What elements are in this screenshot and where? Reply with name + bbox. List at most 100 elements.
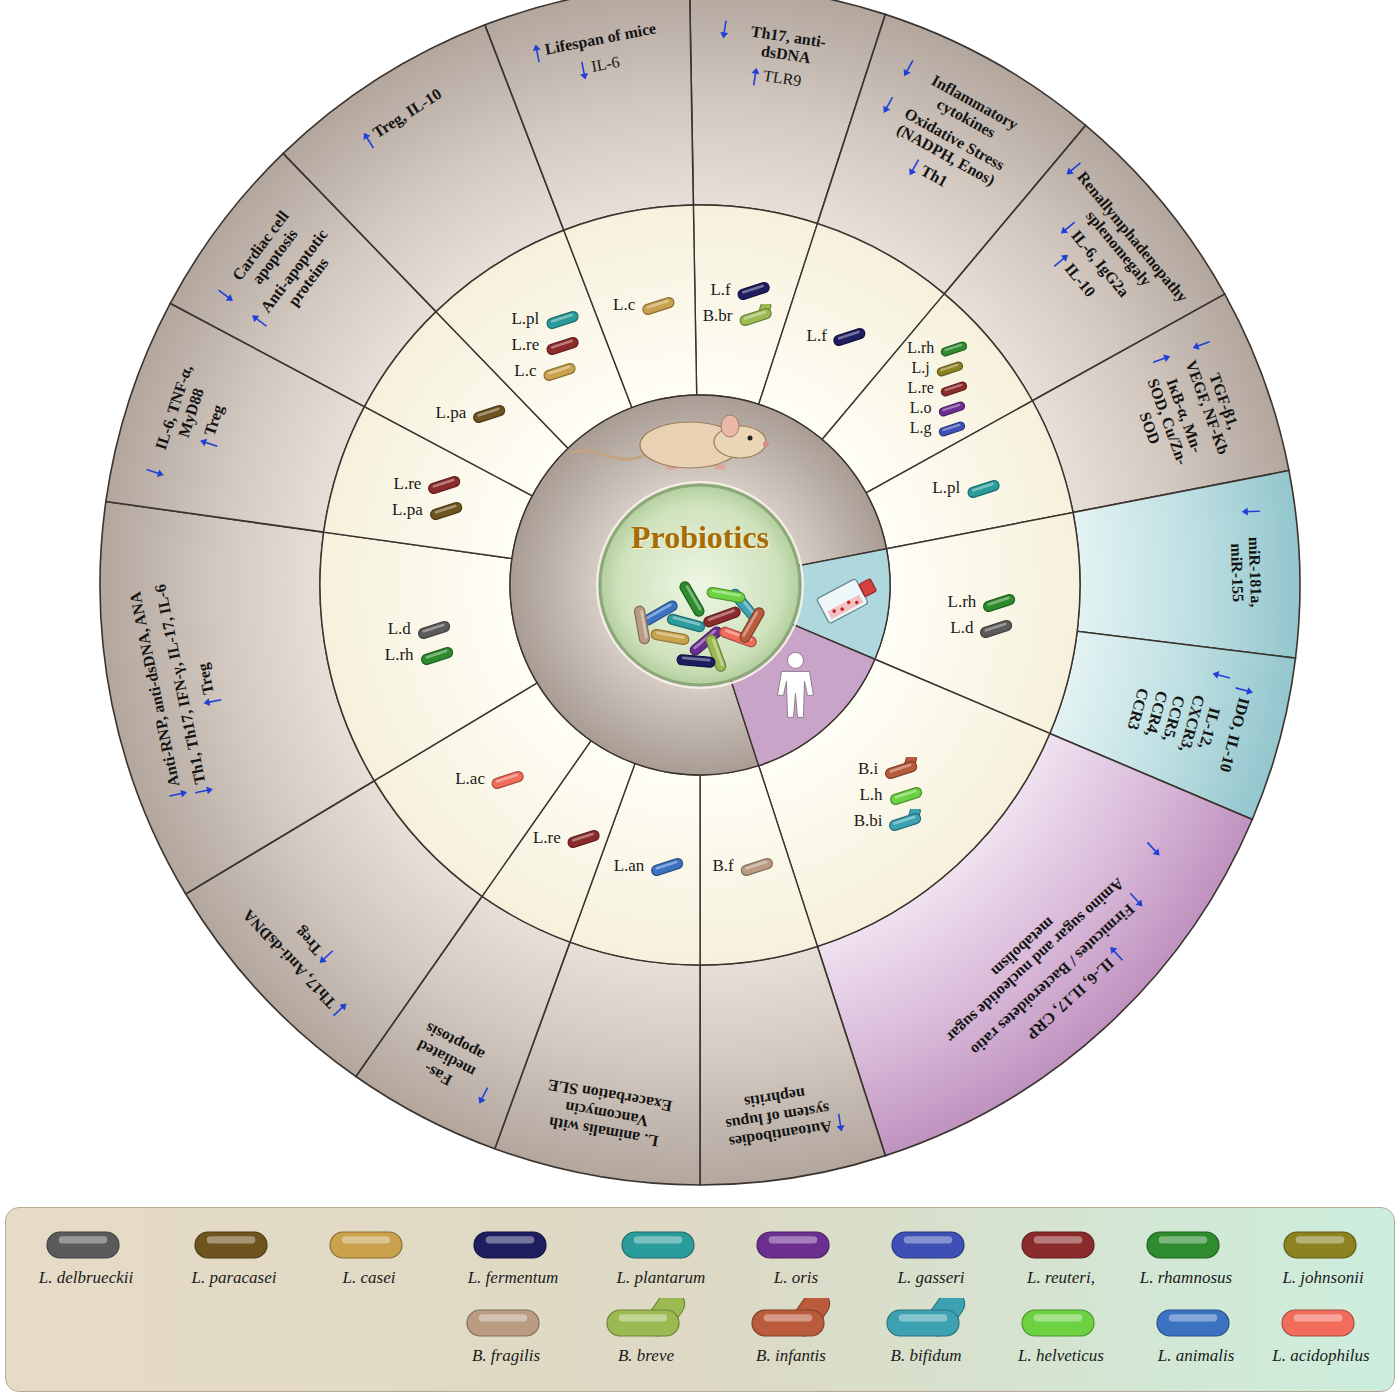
bacterium-icon bbox=[885, 809, 931, 833]
legend-item: B. bifidum bbox=[856, 1298, 996, 1366]
bacterium-icon bbox=[539, 359, 579, 383]
legend-swatch bbox=[458, 1220, 568, 1266]
effect-sector: IL-6, IL17, CRPFirmicutes / Bacteroidete… bbox=[898, 822, 1204, 1113]
strain-item: L.c bbox=[613, 293, 678, 317]
effect-sector: Fas-mediated apoptosis bbox=[392, 1010, 513, 1111]
legend-swatch bbox=[591, 1298, 701, 1344]
legend-label: L. johnsonii bbox=[1282, 1268, 1363, 1288]
strain-item: L.d bbox=[950, 616, 1016, 640]
legend-swatch bbox=[1141, 1298, 1251, 1344]
down-arrow bbox=[167, 787, 189, 801]
bacterium-icon bbox=[414, 617, 454, 641]
down-arrow bbox=[577, 60, 591, 82]
bacterium-icon bbox=[734, 278, 774, 302]
strain-item: L.re bbox=[533, 826, 604, 850]
legend-swatch bbox=[179, 1220, 289, 1266]
bacterium-icon bbox=[564, 826, 604, 850]
legend-item: L. paracasei bbox=[164, 1220, 304, 1288]
up-arrow bbox=[834, 1112, 847, 1133]
effect-text: IL-12, CXCR3, CCR5, CCR4, CCR3 bbox=[1117, 663, 1230, 775]
effect-sector: miR-181a, miR-155 bbox=[1223, 502, 1268, 630]
legend-swatch bbox=[736, 1298, 846, 1344]
down-arrow bbox=[215, 285, 237, 305]
bacterium-icon bbox=[886, 783, 926, 807]
strain-item: L.o bbox=[910, 399, 969, 417]
strain-label: L.h bbox=[859, 785, 882, 805]
bacterium-icon bbox=[736, 304, 782, 328]
bacterium-icon bbox=[935, 399, 969, 417]
legend-label: B. fragilis bbox=[472, 1346, 540, 1366]
legend-label: L. animalis bbox=[1158, 1346, 1235, 1366]
strain-sector: L.pl bbox=[932, 476, 1003, 500]
legend-label: L. helveticus bbox=[1018, 1346, 1104, 1366]
legend-swatch bbox=[1268, 1220, 1378, 1266]
center-disc bbox=[600, 485, 800, 685]
strain-sector: B.iL.hB.bi bbox=[854, 757, 932, 833]
bacterium-icon bbox=[830, 324, 870, 348]
legend-item: L. acidophilus bbox=[1251, 1298, 1391, 1366]
outer-sector bbox=[700, 946, 885, 1185]
effect-row: IDO, IL-10 bbox=[1213, 682, 1256, 774]
legend-item: L. animalis bbox=[1126, 1298, 1266, 1366]
legend-label: L. fermentum bbox=[468, 1268, 559, 1288]
legend-item: L. johnsonii bbox=[1253, 1220, 1393, 1288]
strain-label: L.rh bbox=[385, 645, 414, 665]
effect-row: TLR9 bbox=[749, 65, 803, 93]
bacterium-icon bbox=[542, 333, 582, 357]
effect-text: Autoantibodies system of lupus nephritis bbox=[721, 1080, 834, 1151]
strain-item: L.pa bbox=[392, 498, 466, 522]
legend-swatch bbox=[741, 1220, 851, 1266]
up-arrow bbox=[1143, 838, 1164, 860]
legend-item: L. plantarum bbox=[591, 1220, 731, 1288]
strain-sector: L.plL.reL.c bbox=[511, 307, 582, 383]
strain-label: B.br bbox=[703, 306, 733, 326]
up-arrow bbox=[531, 42, 545, 64]
bacterium-icon bbox=[638, 293, 678, 317]
strain-label: L.an bbox=[614, 856, 645, 876]
strain-item: B.bi bbox=[854, 809, 932, 833]
effect-text: Treg bbox=[194, 662, 218, 696]
strain-label: L.pl bbox=[511, 309, 539, 329]
strain-label: L.c bbox=[613, 295, 635, 315]
effect-sector: IL-6, TNF-α, MyD88Treg bbox=[140, 343, 247, 497]
effect-sector: Cardiac cell apoptosisAnti-apoptotic pro… bbox=[210, 194, 352, 345]
effect-sector: Th17, anti-dsDNATLR9 bbox=[708, 15, 850, 101]
effect-row: miR-181a, miR-155 bbox=[1225, 506, 1266, 626]
down-arrow bbox=[899, 57, 917, 79]
legend-swatch bbox=[606, 1220, 716, 1266]
strain-sector: L.c bbox=[613, 293, 678, 317]
strain-label: L.re bbox=[394, 474, 422, 494]
effect-text: Th17, anti-dsDNA bbox=[729, 20, 846, 73]
inner-sector bbox=[320, 532, 537, 781]
effect-text: Lifespan of mice bbox=[543, 19, 657, 59]
up-arrow bbox=[749, 66, 762, 87]
inner-sector bbox=[564, 205, 697, 408]
down-arrow bbox=[1190, 337, 1212, 353]
up-arrow bbox=[1233, 682, 1255, 697]
down-arrow bbox=[1241, 506, 1261, 517]
bacterium-icon bbox=[542, 307, 582, 331]
legend-label: B. breve bbox=[618, 1346, 674, 1366]
strain-label: L.f bbox=[807, 326, 827, 346]
mouse-icon bbox=[572, 415, 769, 470]
bacterium-icon bbox=[426, 498, 466, 522]
strain-sector: L.dL.rh bbox=[385, 617, 457, 667]
strain-label: L.o bbox=[910, 399, 932, 417]
strain-item: L.an bbox=[614, 854, 688, 878]
bacterium-icon bbox=[933, 359, 967, 377]
strain-sector: L.rhL.d bbox=[948, 590, 1020, 640]
strain-sector: L.ac bbox=[455, 767, 528, 791]
legend-label: L. acidophilus bbox=[1272, 1346, 1369, 1366]
effect-row: Autoantibodies system of lupus nephritis bbox=[721, 1078, 847, 1151]
legend-label: L. paracasei bbox=[192, 1268, 277, 1288]
strain-item: L.c bbox=[514, 359, 579, 383]
strain-label: L.d bbox=[388, 619, 411, 639]
legend-swatch bbox=[314, 1220, 424, 1266]
outer-sector bbox=[485, 0, 693, 230]
down-arrow bbox=[193, 784, 215, 798]
strain-item: B.br bbox=[703, 304, 782, 328]
effect-sector: Autoantibodies system of lupus nephritis bbox=[717, 1076, 851, 1154]
down-arrow bbox=[1210, 668, 1232, 683]
legend-swatch bbox=[1006, 1220, 1116, 1266]
